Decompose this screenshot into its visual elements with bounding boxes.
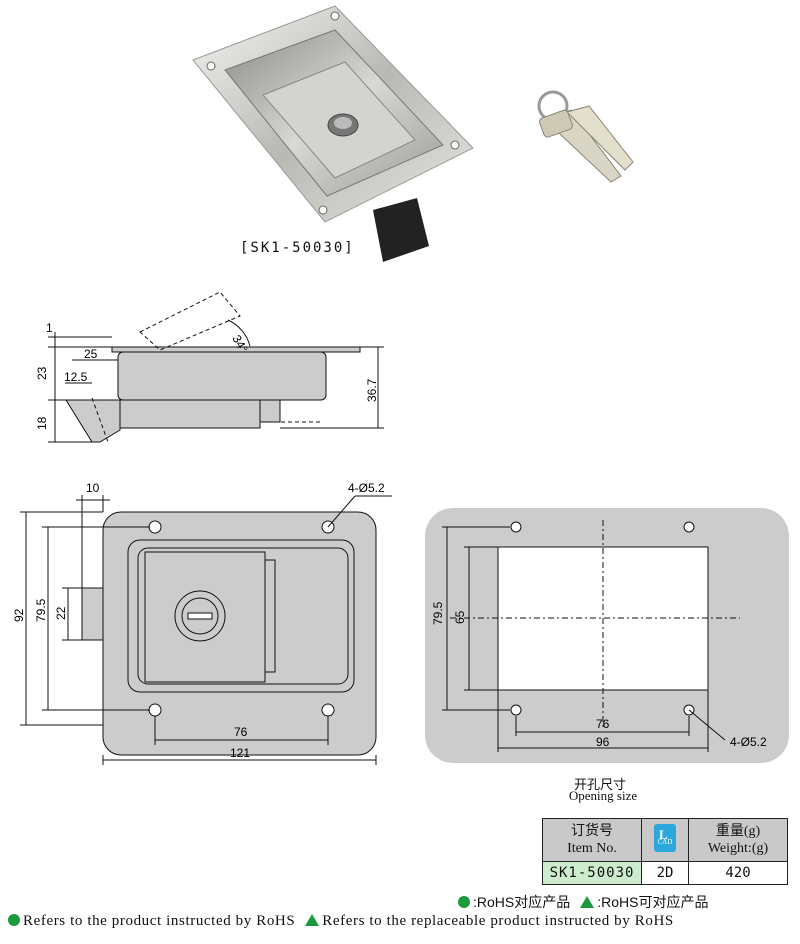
side-dim-12-5: 12.5 xyxy=(64,370,88,384)
weight-header-en: Weight:(g) xyxy=(707,841,769,856)
rohs-dot-icon xyxy=(458,896,470,908)
opening-view-drawing: 79.5 65 76 96 4-Ø5.2 xyxy=(425,508,789,763)
keys-photo xyxy=(537,90,634,183)
weight-value: 420 xyxy=(688,861,788,885)
legend-cn: :RoHS对应产品 :RoHS可对应产品 xyxy=(458,892,708,912)
opening-dim-76: 76 xyxy=(596,717,610,731)
front-view-drawing: 10 92 79.5 22 76 121 4-Ø5.2 xyxy=(12,481,392,765)
legend-en: Refers to the product instructed by RoHS… xyxy=(8,913,674,930)
opening-dim-65: 65 xyxy=(453,610,467,624)
front-dim-10: 10 xyxy=(86,481,100,495)
cad-icon-label: CAD xyxy=(657,837,673,846)
side-dim-36-7: 36.7 xyxy=(365,378,379,402)
side-dim-23: 23 xyxy=(35,366,49,380)
front-dim-92: 92 xyxy=(12,608,26,622)
item-header-en: Item No. xyxy=(567,841,617,856)
weight-header: 重量(g) Weight:(g) xyxy=(688,818,788,862)
front-dim-76: 76 xyxy=(234,725,248,739)
legend-rohs-en: Refers to the product instructed by RoHS xyxy=(23,913,296,929)
legend-replaceable-en: Refers to the replaceable product instru… xyxy=(322,913,674,929)
item-header-cn: 订货号 xyxy=(571,824,613,839)
side-dim-18: 18 xyxy=(35,416,49,430)
opening-dim-96: 96 xyxy=(596,735,610,749)
legend-replaceable-cn: :RoHS可对应产品 xyxy=(597,894,709,910)
front-dim-22: 22 xyxy=(54,606,68,620)
item-header: 订货号 Item No. xyxy=(542,818,642,862)
item-value: SK1-50030 xyxy=(542,861,642,885)
side-dim-1: 1 xyxy=(46,321,53,335)
opening-holes-label: 4-Ø5.2 xyxy=(730,735,767,749)
opening-caption-cn: 开孔尺寸 xyxy=(573,777,626,792)
latch-photo xyxy=(192,5,474,262)
weight-header-cn: 重量(g) xyxy=(715,824,761,839)
cad-value[interactable]: 2D xyxy=(641,861,689,885)
front-holes-label: 4-Ø5.2 xyxy=(348,481,385,495)
replaceable-triangle-icon xyxy=(305,914,320,926)
legend-rohs-cn: :RoHS对应产品 xyxy=(473,894,571,910)
replaceable-triangle-icon xyxy=(580,896,595,908)
opening-caption-en: Opening size xyxy=(568,788,638,803)
front-dim-121: 121 xyxy=(230,746,250,760)
side-dim-25: 25 xyxy=(84,347,98,361)
product-model-tag: [SK1-50030] xyxy=(240,240,355,256)
opening-dim-79-5: 79.5 xyxy=(431,601,445,625)
front-dim-79-5: 79.5 xyxy=(34,598,48,622)
side-view-drawing: 1 23 18 25 12.5 36.7 34° xyxy=(35,291,384,443)
rohs-dot-icon xyxy=(8,914,20,926)
